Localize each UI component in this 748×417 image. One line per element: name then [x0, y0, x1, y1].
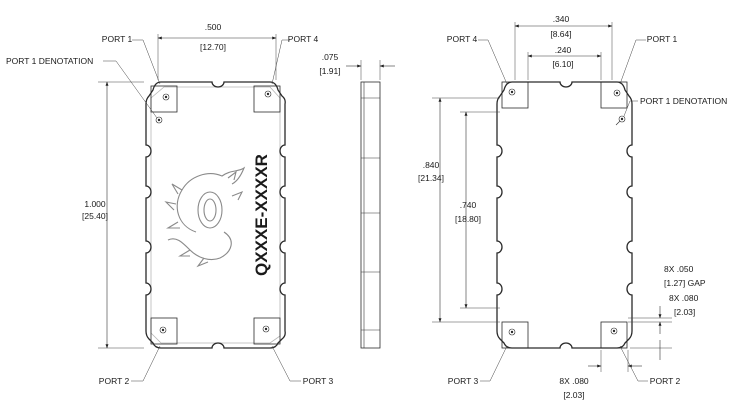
bottom-view-outline	[496, 81, 633, 349]
label-top-port2: PORT 2	[99, 376, 130, 386]
label-bottom-port2: PORT 2	[650, 376, 681, 386]
pad-bottom-view-tl	[501, 81, 529, 109]
dim-gap: 8X .050 [1.27] GAP	[628, 264, 706, 334]
label-bottom-port1: PORT 1	[647, 34, 678, 44]
dim-pad-size-h-mm: [2.03]	[563, 390, 584, 400]
top-view: QXXXE-XXXXR .500 [12.70] 1.000 [25.40] P…	[6, 22, 333, 386]
dim-pad-span-inner-mm: [6.10]	[552, 59, 573, 69]
label-bottom-port1-denotation: PORT 1 DENOTATION	[640, 96, 727, 106]
top-view-inner-edge	[150, 86, 281, 344]
dim-pad-vert-inner-mm: [18.80]	[455, 214, 481, 224]
dim-pad-vert-outer: .840 [21.34]	[418, 97, 500, 323]
dim-pad-size-horizontal: 8X .080 [2.03]	[559, 350, 642, 400]
dim-thickness-in: .075	[322, 52, 339, 62]
side-view: .075 [1.91]	[319, 52, 395, 349]
dim-overall-width: .500 [12.70]	[157, 22, 277, 80]
dim-thickness: .075 [1.91]	[319, 52, 395, 80]
dim-pad-size-h-in: 8X .080	[559, 376, 589, 386]
dim-gap-in: 8X .050	[664, 264, 694, 274]
dim-pad-span-inner-in: .240	[555, 45, 572, 55]
port1-denotation-mark-bottom	[615, 115, 626, 126]
dim-pad-vert-inner-in: .740	[460, 200, 477, 210]
pad-bottom-left	[150, 317, 178, 345]
dim-pad-size-vertical: 8X .080 [2.03]	[630, 293, 699, 360]
pad-bottom-view-tr	[600, 81, 628, 109]
label-bottom-port3: PORT 3	[448, 376, 479, 386]
label-top-port1-denotation: PORT 1 DENOTATION	[6, 56, 93, 66]
dim-width-mm: [12.70]	[200, 42, 226, 52]
dim-pad-size-v-mm: [2.03]	[674, 307, 695, 317]
label-top-port4: PORT 4	[288, 34, 319, 44]
dim-overall-height: 1.000 [25.40]	[82, 81, 144, 349]
dim-pad-vert-outer-in: .840	[423, 160, 440, 170]
part-marking: QXXXE-XXXXR	[252, 154, 271, 276]
pad-top-right	[253, 85, 281, 113]
dim-pad-span-outer-mm: [8.64]	[550, 29, 571, 39]
label-top-port3: PORT 3	[303, 376, 334, 386]
dim-gap-mm: [1.27] GAP	[664, 278, 706, 288]
pad-top-left	[150, 85, 178, 113]
dim-pad-span-inner: .240 [6.10]	[527, 45, 602, 80]
pad-bottom-view-bl	[501, 321, 529, 349]
dim-width-in: .500	[205, 22, 222, 32]
label-top-port1: PORT 1	[102, 34, 133, 44]
dim-pad-span-outer-in: .340	[553, 14, 570, 24]
dim-pad-size-v-in: 8X .080	[669, 293, 699, 303]
pad-bottom-right	[253, 317, 281, 345]
brand-logo-icon	[164, 166, 246, 268]
port1-denotation-mark	[155, 116, 163, 124]
dim-height-in: 1.000	[84, 199, 106, 209]
dim-pad-vert-outer-mm: [21.34]	[418, 173, 444, 183]
dim-pad-span-outer: .340 [8.64]	[514, 14, 613, 80]
dim-pad-vert-inner: .740 [18.80]	[455, 111, 500, 309]
dim-height-mm: [25.40]	[82, 211, 108, 221]
pad-bottom-view-br	[600, 321, 628, 349]
dim-thickness-mm: [1.91]	[319, 66, 340, 76]
bottom-view: .340 [8.64] .240 [6.10] .840 [21.34] .74…	[418, 14, 727, 400]
label-bottom-port4: PORT 4	[447, 34, 478, 44]
